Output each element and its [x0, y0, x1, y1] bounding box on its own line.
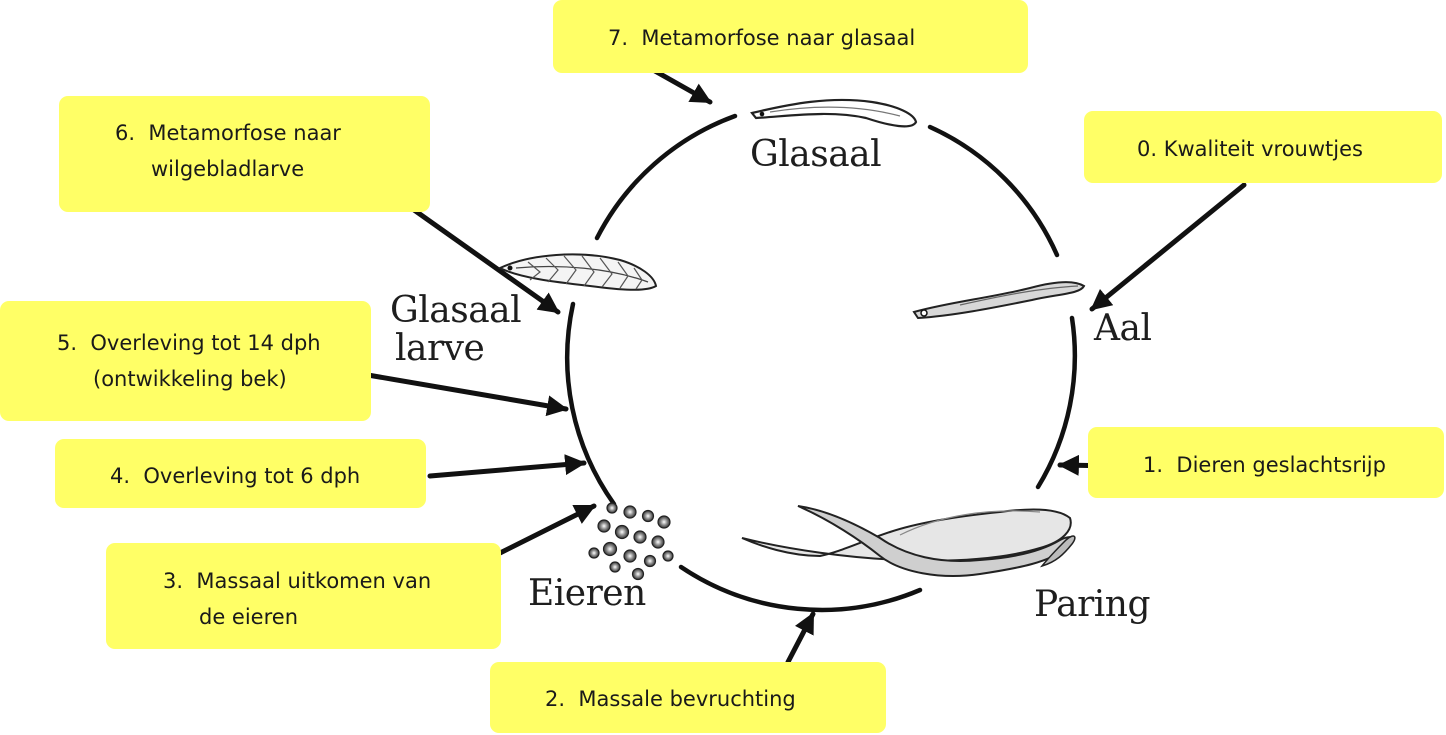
callout-step-4-number: 4.: [110, 464, 131, 488]
callout-step-6-line1: Metamorfose naar: [148, 121, 341, 145]
ring-segment-eieren-to-larve: [564, 301, 617, 507]
callout-step-4-text: Overleving tot 6 dph: [143, 464, 361, 488]
glasaal-icon: [750, 98, 918, 128]
aal-icon: [912, 281, 1086, 320]
callout-step-6: 6. Metamorfose naar wilgebladlarve: [59, 96, 430, 212]
callout-step-3-number: 3.: [163, 569, 184, 593]
label-paring: Paring: [1034, 584, 1151, 625]
callout-step-0-text: 0. Kwaliteit vrouwtjes: [1137, 137, 1363, 161]
label-glasaal: Glasaal: [750, 134, 882, 175]
callout-step-0: 0. Kwaliteit vrouwtjes: [1084, 111, 1442, 183]
label-glasaal-larve: Glasaal larve: [390, 290, 522, 369]
callout-step-2-text: Massale bevruchting: [578, 687, 796, 711]
arrow-step-2: [785, 611, 816, 665]
callout-step-4: 4. Overleving tot 6 dph: [55, 439, 426, 508]
arrow-step-0: [1089, 182, 1247, 312]
eieren-icon: [588, 502, 674, 581]
ring-segment-glasaal-to-aal: [927, 124, 1060, 258]
callout-step-5-line2: (ontwikkeling bek): [93, 367, 287, 391]
arrow-step-5: [359, 371, 569, 417]
callout-step-3: 3. Massaal uitkomen van de eieren: [106, 543, 501, 649]
callout-step-5-number: 5.: [57, 331, 78, 355]
callout-step-2: 2. Massale bevruchting: [490, 662, 886, 733]
callout-step-3-line2: de eieren: [199, 605, 299, 629]
ring-segment-larve-to-glasaal: [594, 113, 738, 241]
arrow-step-3: [489, 503, 597, 560]
callout-step-5-line1: Overleving tot 14 dph: [90, 331, 321, 355]
callout-step-7: 7. Metamorfose naar glasaal: [553, 0, 1028, 73]
callout-step-3-line1: Massaal uitkomen van: [196, 569, 432, 593]
callout-step-6-line2: wilgebladlarve: [151, 157, 305, 181]
callout-step-7-text: Metamorfose naar glasaal: [641, 26, 916, 50]
label-eieren: Eieren: [528, 573, 646, 614]
arrow-step-4: [427, 454, 587, 479]
label-aal: Aal: [1094, 308, 1152, 349]
label-glasaal-larve-line1: Glasaal: [390, 290, 522, 331]
life-cycle-ring: [564, 113, 1078, 613]
callout-step-1-number: 1.: [1143, 453, 1164, 477]
ring-segment-paring-to-eieren: [678, 564, 923, 613]
callout-step-1: 1. Dieren geslachtsrijp: [1088, 427, 1444, 498]
paring-eels-icon: [741, 505, 1076, 577]
callout-step-1-text: Dieren geslachtsrijp: [1176, 453, 1386, 477]
leptocephalus-larva-icon: [497, 253, 658, 291]
callout-step-6-number: 6.: [115, 121, 136, 145]
callout-step-7-number: 7.: [608, 26, 629, 50]
label-glasaal-larve-line2: larve: [395, 328, 485, 369]
callout-step-5: 5. Overleving tot 14 dph (ontwikkeling b…: [0, 301, 371, 421]
ring-segment-aal-right: [1035, 315, 1078, 490]
callout-step-2-number: 2.: [545, 687, 566, 711]
